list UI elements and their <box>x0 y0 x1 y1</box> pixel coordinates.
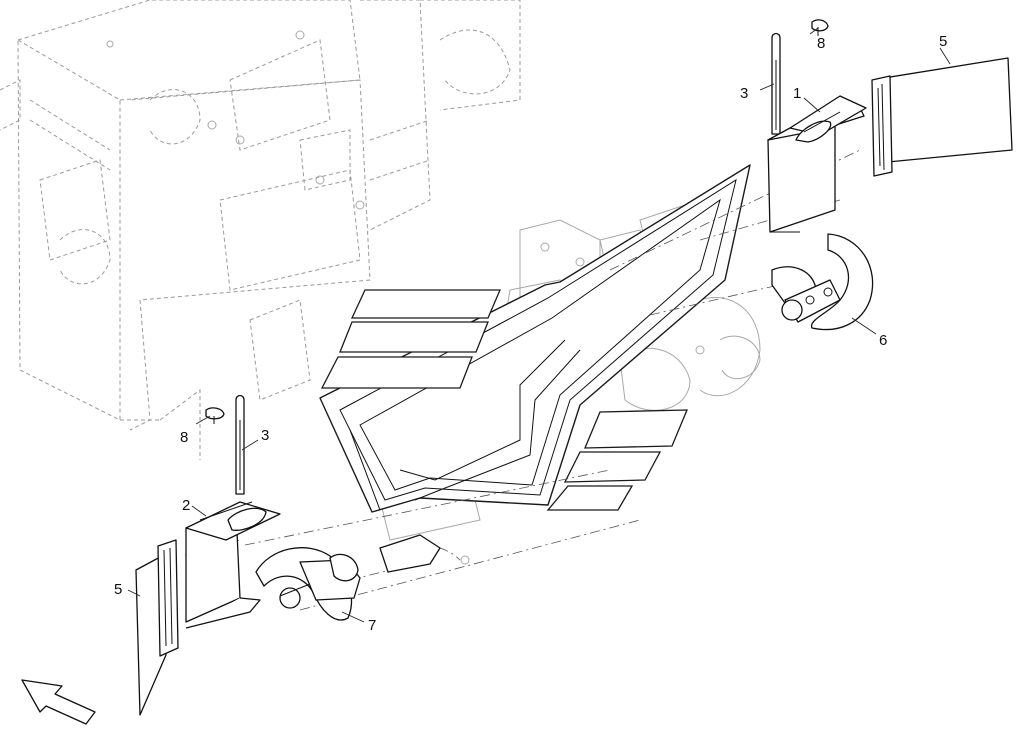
cover-flap-bottom <box>135 539 179 716</box>
rod-top <box>771 32 781 135</box>
callout-2: 2 <box>182 497 190 514</box>
cover-flap-top <box>871 57 1013 177</box>
callout-3-bottom: 3 <box>261 427 269 444</box>
callout-5-bottom: 5 <box>114 581 122 598</box>
latch-bracket-bottom <box>185 501 281 629</box>
rod-bottom <box>235 394 245 495</box>
callout-8-top: 8 <box>817 35 825 52</box>
callout-5-top: 5 <box>939 33 947 50</box>
latch-bracket-top <box>767 95 867 233</box>
callout-1: 1 <box>793 85 801 102</box>
direction-arrow-icon <box>21 679 96 725</box>
quick-pin-bottom <box>205 407 225 424</box>
callout-3-top: 3 <box>740 85 748 102</box>
guard-slats-left <box>320 289 501 389</box>
disc-shield-left <box>255 534 441 621</box>
leader-lines <box>127 27 951 623</box>
centre-guard-panel <box>319 164 751 513</box>
disc-shield-right <box>771 233 874 331</box>
callout-6: 6 <box>879 332 887 349</box>
quick-pin-top <box>811 19 829 36</box>
callout-8-bottom: 8 <box>180 429 188 446</box>
guard-slats-right <box>546 409 688 511</box>
callout-labels: 8 3 1 5 6 8 3 2 5 7 <box>114 33 947 634</box>
callout-7: 7 <box>368 617 376 634</box>
background-machine-frame <box>0 0 521 460</box>
